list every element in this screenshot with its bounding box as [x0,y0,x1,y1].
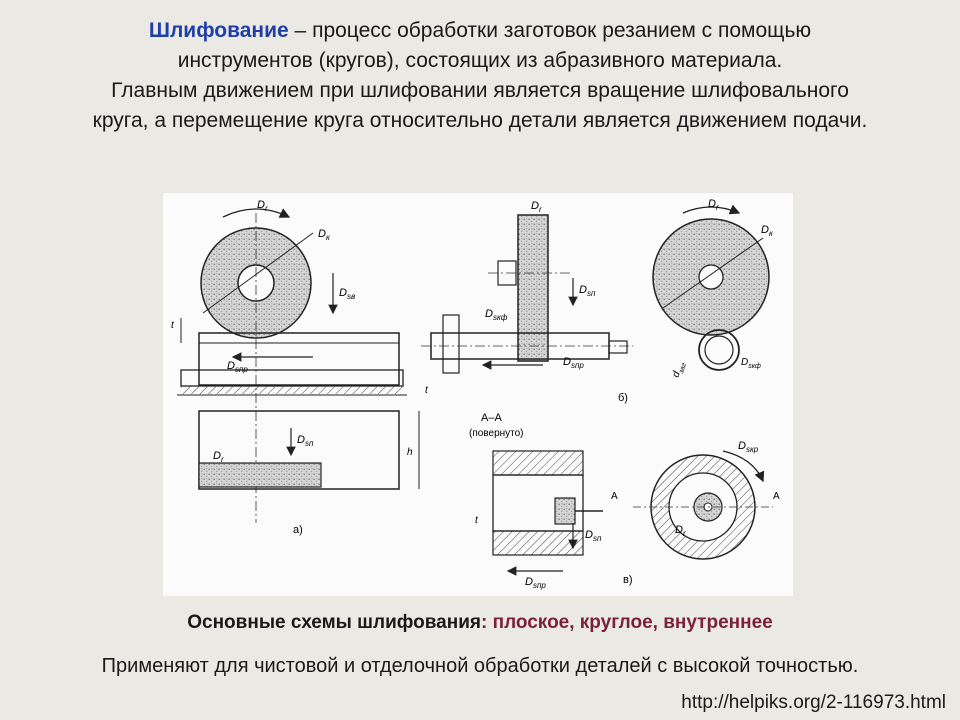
label-dsn-v: Dsп [585,529,602,543]
definition-text: – процесс обработки заготовок резанием с… [288,19,812,42]
figure-caption: Основные схемы шлифования: плоское, круг… [0,612,960,634]
label-t-a: t [171,320,175,331]
label-section: А–А [481,412,502,424]
workpiece-plan [198,410,400,490]
label-dspr-v: Dsпр [525,576,546,590]
label-dr-b-side: Dr [708,198,719,212]
workpiece-a [198,332,400,386]
intro-line-1: Шлифование – процесс обработки заготовок… [20,16,940,46]
rotation-arrow-v [722,450,765,483]
label-dr-v: Dr [675,524,686,538]
grinding-wheel-b [517,214,549,362]
tailstock-b [608,340,628,354]
usage-text: Применяют для чистовой и отделочной обра… [101,655,859,677]
intro-line-2: инструментов (кругов), состоящих из абра… [177,49,783,72]
diameter-line-b [662,237,764,309]
label-scheme-b: б) [618,392,628,404]
part-top-wall [492,450,584,476]
label-dsn-b: Dsп [579,284,596,298]
label-dsv: Dsв [339,287,355,301]
label-dr-b: Dr [531,200,542,214]
grinding-schemes-figure: Dr Dк Dsв Dsпр t Dsп Dr h а) Dr Dsп Dsкф [163,193,793,596]
rotation-arrow-b [682,204,741,215]
intro-text: Шлифование – процесс обработки заготовок… [20,16,940,136]
workpiece-b-side [698,329,740,371]
workpiece-b-inner [704,335,734,365]
label-section-mark-left: А [611,491,618,502]
label-section-mark-right: А [773,491,780,502]
chuck-b [442,314,460,374]
wheel-bore-b-side [698,264,724,290]
caption-lead: Основные схемы шлифования [187,612,481,633]
label-rotated: (повернуто) [469,428,524,439]
label-dk-a: Dк [318,228,331,242]
diameter-line [202,232,314,314]
part-bottom-wall [492,530,584,556]
part-bore [492,474,584,532]
table-a [180,369,404,387]
label-dspr-a: Dsпр [227,360,248,374]
label-scheme-a: а) [293,524,303,536]
surface-grinding-scheme: Dr Dк Dsв Dsпр t Dsп Dr h а) [171,199,420,536]
label-dr-plan: Dr [213,450,224,464]
intro-line-4: круга, а перемещение круга относительно … [92,109,868,132]
label-dskf-side: Dsкф [741,357,761,370]
label-t-v: t [475,515,479,526]
source-link[interactable]: http://helpiks.org/2-116973.html [681,692,946,713]
label-dspr-b: Dsпр [563,356,584,370]
grinding-wheel-v [554,497,576,525]
intro-line-3: Главным движением при шлифовании являетс… [111,79,849,102]
wheel-plan [198,462,322,488]
cylindrical-grinding-scheme: Dr Dsп Dsкф Dsпр t б) Dr Dк dзаг Dsкф [421,198,774,404]
label-dsn-a: Dsп [297,434,314,448]
label-scheme-v: в) [623,574,633,586]
label-h: h [407,447,413,458]
grinding-schemes-drawing: Dr Dк Dsв Dsпр t Dsп Dr h а) Dr Dsп Dsкф [171,198,780,590]
term-grinding: Шлифование [148,19,289,42]
table-hatch [181,386,403,394]
label-t-b: t [425,385,429,396]
label-dskr: Dsкр [738,440,759,454]
label-dk-b: Dк [761,224,774,238]
caption-kinds: : плоское, круглое, внутреннее [480,612,773,633]
rotation-arrow-a [222,208,291,218]
label-dr-a: Dr [257,199,268,213]
wheel-bore-a [237,264,275,302]
label-dskf-b: Dsкф [485,308,508,322]
label-dzag: dзаг [670,360,688,380]
internal-grinding-scheme: А–А (повернуто) Dsп Dsпр t Dsкр Dr А А в… [469,412,780,590]
